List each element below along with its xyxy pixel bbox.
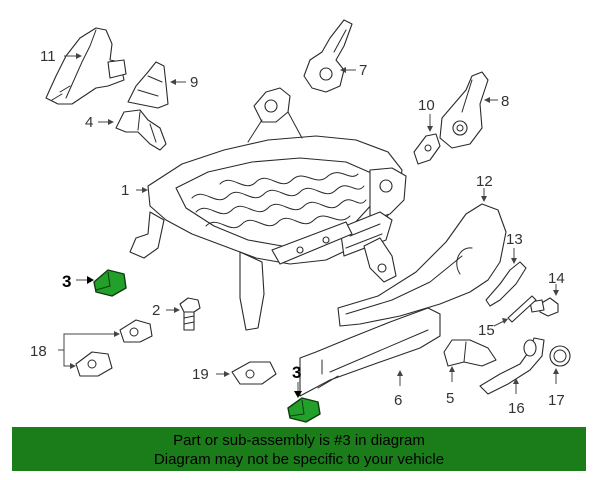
callout-2[interactable]: 2 (152, 302, 160, 319)
callout-11[interactable]: 11 (40, 48, 56, 65)
arrow-12 (481, 196, 487, 202)
arrow-15 (502, 318, 508, 324)
callout-12[interactable]: 12 (476, 173, 493, 190)
callout-16[interactable]: 16 (508, 400, 525, 417)
part-10-clip[interactable] (413, 133, 441, 165)
callout-9[interactable]: 9 (190, 74, 198, 91)
arrow-16 (513, 378, 519, 384)
part-18-brackets[interactable] (75, 319, 153, 377)
part-3-highlighted-a[interactable] (93, 269, 127, 297)
callout-6[interactable]: 6 (394, 392, 402, 409)
arrow-11 (76, 53, 82, 59)
arrow-7 (340, 67, 346, 73)
part-16-handle[interactable] (479, 337, 545, 395)
arrow-18a (114, 331, 120, 337)
callout-17[interactable]: 17 (548, 392, 565, 409)
arrow-9 (170, 79, 176, 85)
part-7-recliner-bracket[interactable] (303, 19, 353, 93)
seat-frame-diagram: 11 9 4 (30, 19, 571, 423)
callout-4[interactable]: 4 (85, 114, 93, 131)
arrow-19 (224, 371, 230, 377)
callout-14[interactable]: 14 (548, 270, 565, 287)
callout-1[interactable]: 1 (121, 182, 129, 199)
callout-5[interactable]: 5 (446, 390, 454, 407)
part-13-lever[interactable] (485, 261, 527, 307)
arrow-5 (449, 366, 455, 372)
part-12-side-shield[interactable] (337, 203, 507, 327)
part-1-seat-frame[interactable] (129, 87, 407, 331)
arrow-4 (108, 119, 114, 125)
part-2-bolt[interactable] (179, 297, 201, 331)
callout-8[interactable]: 8 (501, 93, 509, 110)
arrow-6 (397, 370, 403, 376)
callout-13[interactable]: 13 (506, 231, 523, 248)
arrow-14 (553, 290, 559, 296)
callout-19[interactable]: 19 (192, 366, 209, 383)
part-8-recliner[interactable] (439, 71, 489, 149)
part-3-highlighted-b[interactable] (287, 397, 321, 423)
callout-3a[interactable]: 3 (62, 272, 71, 291)
callout-15[interactable]: 15 (478, 322, 495, 339)
callout-10[interactable]: 10 (418, 97, 435, 114)
part-6-rail-cover[interactable] (299, 307, 441, 397)
part-5-bracket[interactable] (443, 339, 497, 367)
banner-line-1: Part or sub-assembly is #3 in diagram (173, 432, 425, 449)
part-11-seat-cover[interactable] (45, 27, 127, 105)
part-4-bracket[interactable] (115, 109, 167, 151)
part-17-cap[interactable] (549, 345, 571, 367)
arrow-17 (553, 368, 559, 374)
arrow-1 (142, 187, 148, 193)
arrow-8 (484, 97, 490, 103)
part-19-bracket[interactable] (231, 361, 277, 385)
info-banner: Part or sub-assembly is #3 in diagram Di… (12, 427, 586, 471)
part-14-cap[interactable] (529, 297, 559, 317)
arrow-13 (511, 258, 517, 264)
banner-line-2: Diagram may not be specific to your vehi… (153, 451, 445, 468)
arrow-3a (87, 276, 94, 284)
callout-18[interactable]: 18 (30, 343, 47, 360)
part-15-rod[interactable] (507, 295, 537, 323)
arrow-3b (294, 391, 302, 398)
callout-7[interactable]: 7 (359, 62, 367, 79)
arrow-18b (70, 363, 76, 369)
callout-3b[interactable]: 3 (292, 363, 301, 382)
part-9-trim[interactable] (127, 61, 169, 109)
arrow-10 (427, 126, 433, 132)
arrow-2 (174, 307, 180, 313)
